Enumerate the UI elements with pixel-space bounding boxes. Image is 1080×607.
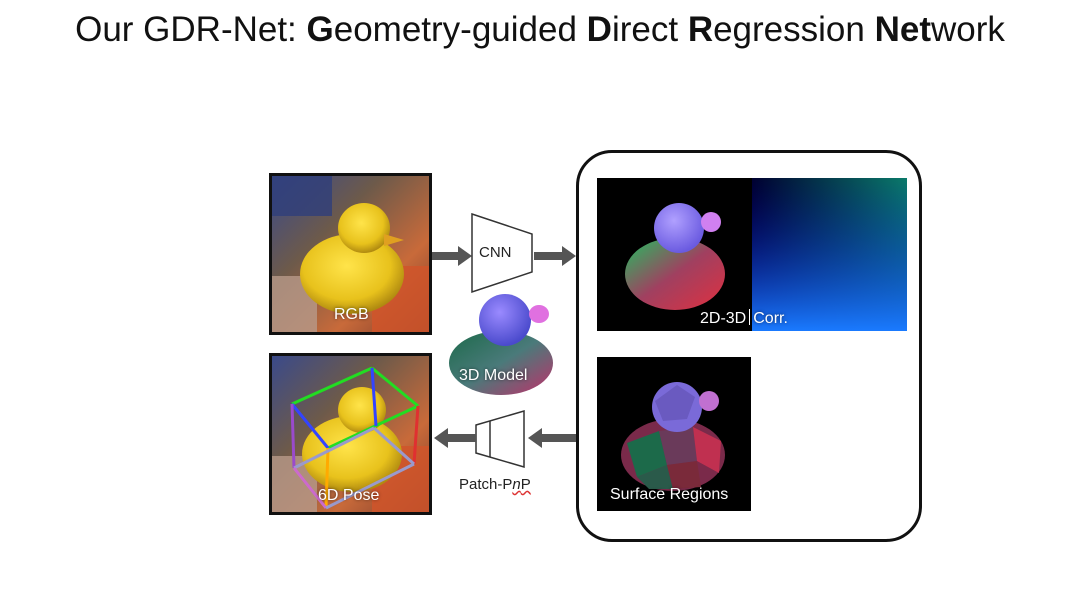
title-bold-d: D [586, 10, 612, 49]
surface-regions-label: Surface Regions [610, 486, 729, 503]
patch-pnp-block-icon [475, 410, 525, 468]
title-prefix: Our GDR-Net: [75, 10, 307, 49]
arrow-pnp-to-pose [434, 428, 476, 448]
title-bold-net: Net [874, 10, 931, 49]
6d-pose-panel: 6D Pose [269, 353, 432, 515]
network-outputs-container [576, 150, 922, 542]
title-rest-g: eometry-guided [333, 10, 587, 49]
3d-model-label: 3D Model [459, 367, 528, 384]
3d-model-duck-image [449, 294, 553, 395]
surface-regions-image [597, 357, 751, 511]
6d-pose-image [272, 356, 429, 512]
title-bold-r: R [687, 10, 714, 49]
coordinate-map-image [597, 178, 752, 331]
rgb-duck-image [272, 176, 429, 332]
6d-pose-label: 6D Pose [318, 487, 380, 504]
title-rest-net: work [930, 10, 1005, 49]
rgb-image-panel: RGB [269, 173, 432, 335]
title-bold-g: G [306, 10, 334, 49]
cnn-label: CNN [479, 244, 512, 261]
title-rest-d: irect [611, 10, 688, 49]
corr-label-suffix: Corr. [753, 310, 788, 327]
corr-label: 2D-3D Corr. [700, 309, 788, 328]
patch-pnp-label: Patch-PnP [459, 476, 531, 493]
slide-title: Our GDR-Net: Geometry-guided Direct Regr… [0, 10, 1080, 50]
cnn-block-icon [471, 212, 533, 294]
arrow-cnn-to-outputs [534, 246, 576, 266]
arrow-rgb-to-cnn [432, 246, 472, 266]
arrow-outputs-to-pnp [528, 428, 576, 448]
rgb-label: RGB [334, 306, 369, 323]
corr-label-2d3d: 2D-3D [700, 310, 747, 327]
coordinate-gradient-image [752, 178, 907, 331]
title-rest-r: egression [713, 10, 875, 49]
